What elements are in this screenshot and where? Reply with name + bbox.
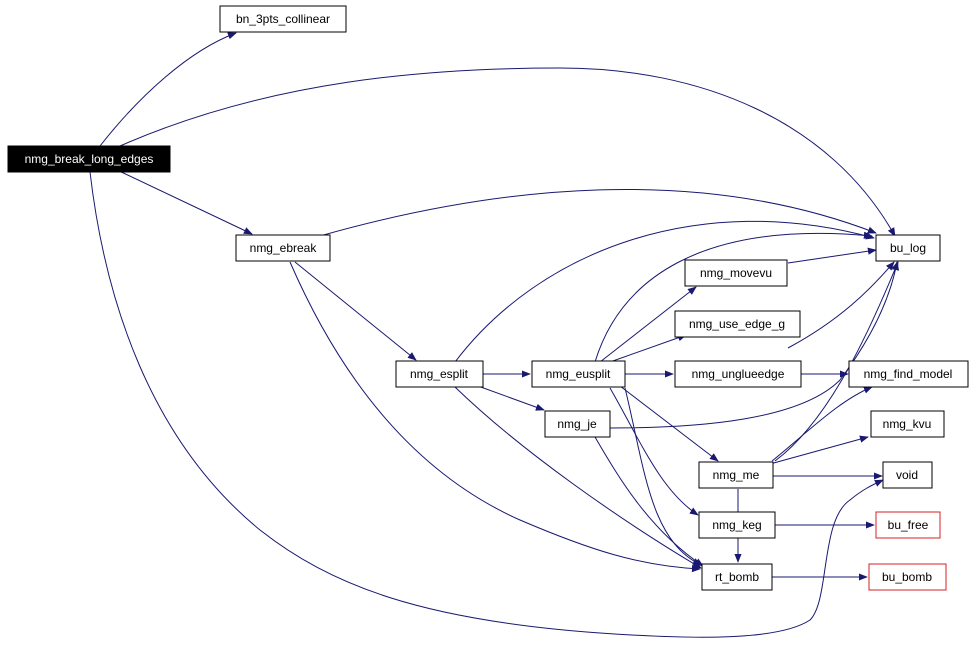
edge-me-to-findmodel	[771, 386, 873, 462]
node-box	[701, 563, 773, 591]
node-label: bu_log	[890, 241, 926, 255]
node-box	[698, 461, 774, 489]
node-label: nmg_find_model	[864, 367, 953, 381]
call-edges	[89, 32, 900, 638]
node-nmg-break-long-edges[interactable]: nmg_break_long_edges	[7, 145, 171, 173]
node-nmg-find-model[interactable]: nmg_find_model	[848, 360, 969, 388]
node-box	[868, 563, 947, 591]
node-label: nmg_movevu	[700, 266, 772, 280]
node-nmg-keg[interactable]: nmg_keg	[698, 511, 776, 539]
node-label: void	[896, 468, 918, 482]
node-label: nmg_unglueedge	[692, 367, 785, 381]
edge-break-to-void	[89, 171, 884, 638]
edge-break-to-bulog	[119, 67, 896, 237]
node-label: nmg_keg	[712, 518, 761, 532]
node-nmg-unglueedge[interactable]: nmg_unglueedge	[674, 360, 802, 388]
node-box	[544, 410, 611, 438]
node-nmg-use-edge-g[interactable]: nmg_use_edge_g	[674, 310, 801, 338]
node-bu-free[interactable]: bu_free	[875, 511, 941, 539]
edge-useedge-to-bulog	[787, 261, 895, 349]
node-nmg-kvu[interactable]: nmg_kvu	[870, 410, 945, 438]
node-label: nmg_me	[713, 468, 760, 482]
edge-esplit-to-je	[477, 385, 545, 411]
edge-ebreak-to-esplit	[294, 261, 417, 361]
node-box	[870, 410, 945, 438]
edge-me-to-kvu	[769, 435, 869, 465]
node-label: nmg_esplit	[410, 367, 469, 381]
node-box	[7, 145, 171, 173]
edge-eusplit-to-movevu	[599, 286, 697, 363]
node-nmg-movevu[interactable]: nmg_movevu	[684, 259, 788, 287]
edge-ebreak-to-rtbomb	[289, 261, 701, 573]
node-box	[684, 259, 788, 287]
node-box	[235, 234, 331, 262]
node-box	[674, 360, 802, 388]
edge-eusplit-to-useedge	[609, 334, 687, 363]
node-box	[848, 360, 969, 388]
node-label: bu_free	[888, 518, 929, 532]
node-bu-bomb[interactable]: bu_bomb	[868, 563, 947, 591]
node-label: rt_bomb	[715, 570, 759, 584]
node-label: nmg_kvu	[883, 417, 932, 431]
node-label: nmg_break_long_edges	[25, 152, 154, 166]
node-label: nmg_ebreak	[250, 241, 318, 255]
node-label: bu_bomb	[882, 570, 932, 584]
node-nmg-ebreak[interactable]: nmg_ebreak	[235, 234, 331, 262]
node-box	[882, 461, 933, 489]
node-nmg-me[interactable]: nmg_me	[698, 461, 774, 489]
edge-je-to-bulog	[609, 261, 900, 429]
edge-esplit-to-bulog	[454, 220, 875, 363]
node-rt-bomb[interactable]: rt_bomb	[701, 563, 773, 591]
node-nmg-je[interactable]: nmg_je	[544, 410, 611, 438]
node-label: nmg_eusplit	[546, 367, 611, 381]
node-nmg-esplit[interactable]: nmg_esplit	[395, 360, 484, 388]
node-box	[674, 310, 801, 338]
node-box	[531, 360, 626, 388]
node-box	[219, 5, 347, 33]
node-nmg-eusplit[interactable]: nmg_eusplit	[531, 360, 626, 388]
edge-me-to-bulog	[774, 261, 899, 462]
node-box	[698, 511, 776, 539]
node-label: nmg_je	[557, 417, 597, 431]
node-bu-log[interactable]: bu_log	[875, 234, 941, 262]
node-label: bn_3pts_collinear	[236, 12, 330, 26]
node-bn-3pts-collinear[interactable]: bn_3pts_collinear	[219, 5, 347, 33]
node-box	[875, 234, 941, 262]
edge-break-to-3pts	[99, 32, 237, 147]
edge-movevu-to-bulog	[787, 247, 877, 264]
node-box	[395, 360, 484, 388]
node-box	[875, 511, 941, 539]
edge-break-to-ebreak	[116, 169, 253, 235]
edge-eusplit-to-keg	[609, 387, 699, 516]
edge-esplit-to-rtbomb	[454, 386, 702, 569]
edge-je-to-rtbomb	[594, 436, 704, 567]
edge-eusplit-to-bulog	[594, 231, 873, 363]
edge-eusplit-to-me	[619, 385, 719, 462]
node-label: nmg_use_edge_g	[689, 317, 785, 331]
node-void[interactable]: void	[882, 461, 933, 489]
edge-eusplit-to-rtbomb	[624, 387, 702, 566]
edge-ebreak-to-bulog	[319, 188, 877, 237]
